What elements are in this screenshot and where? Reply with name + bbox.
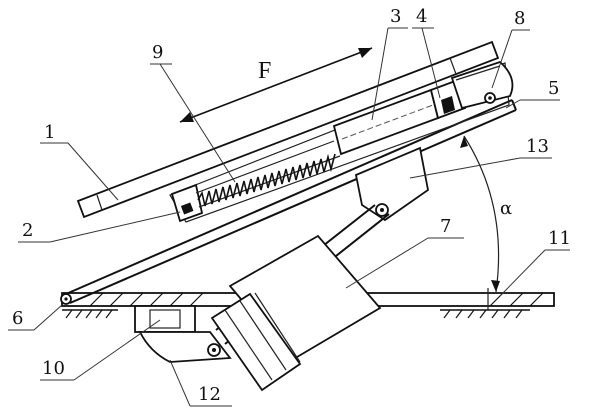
slider-block-2 xyxy=(170,183,204,223)
label-part-8: 8 xyxy=(514,8,525,29)
label-part-2: 2 xyxy=(22,220,33,241)
label-part-6: 6 xyxy=(12,308,23,329)
label-part-10: 10 xyxy=(42,358,65,379)
hinge-pivot-6 xyxy=(60,293,72,305)
label-part-7: 7 xyxy=(440,216,451,237)
label-part-11: 11 xyxy=(548,228,571,249)
actuator-7 xyxy=(210,234,382,392)
label-part-1: 1 xyxy=(44,122,55,143)
label-part-5: 5 xyxy=(548,78,559,99)
label-part-9: 9 xyxy=(152,42,163,63)
label-part-4: 4 xyxy=(416,6,427,27)
angle-label: α xyxy=(500,198,512,219)
angle-indicator xyxy=(460,135,500,293)
ground-hatching-right xyxy=(440,309,530,319)
lower-mount-10 xyxy=(134,305,196,333)
lower-bracket-12 xyxy=(138,331,232,363)
upper-sliding-plate xyxy=(76,40,500,219)
force-label: F xyxy=(258,58,271,84)
label-part-13: 13 xyxy=(526,136,549,157)
bracket-13 xyxy=(354,146,429,222)
ground-hatching-left xyxy=(62,309,118,319)
label-part-12: 12 xyxy=(198,384,221,405)
leader-lines xyxy=(8,27,570,407)
compression-spring-9 xyxy=(195,140,341,208)
force-arrow xyxy=(179,47,373,123)
lower-inclined-arm xyxy=(65,99,517,304)
label-part-3: 3 xyxy=(390,6,401,27)
